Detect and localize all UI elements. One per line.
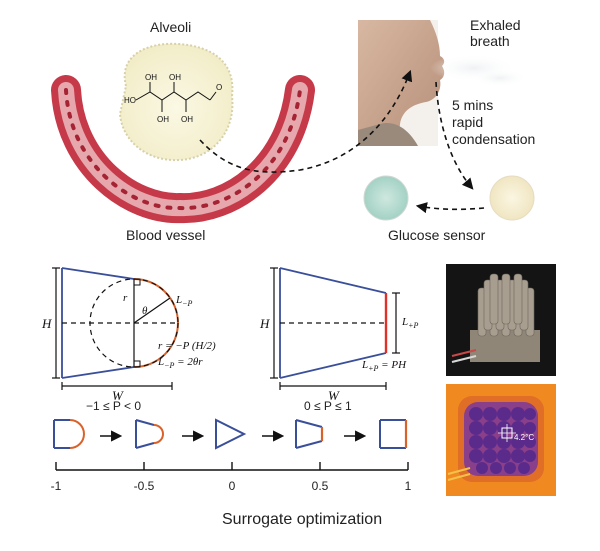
face-profile [358, 20, 445, 146]
person-photo [358, 20, 528, 146]
left-eq-radius: r = −P (H/2) [158, 340, 216, 352]
glucose-sensor-label: Glucose sensor [388, 227, 486, 243]
right-w-label: W [328, 388, 340, 403]
shape-p-zero [215, 418, 247, 450]
axis-title: Surrogate optimization [222, 511, 382, 528]
condensation-label-line1: 5 mins [452, 97, 493, 113]
left-r-label: r [123, 292, 128, 304]
axis-tick-label-2: 0 [229, 479, 236, 493]
right-h-label: H [259, 316, 270, 331]
blood-cells [64, 88, 302, 211]
blood-vessel-label: Blood vessel [126, 227, 205, 243]
glucose-molecule [135, 82, 217, 112]
exhaled-breath-label-line2: breath [470, 33, 510, 49]
axis-tick-label-4: 1 [405, 479, 412, 493]
condensation-label-line2: rapid [452, 114, 483, 130]
left-range-label: −1 ≤ P < 0 [86, 399, 141, 413]
alveoli-label: Alveoli [150, 19, 191, 35]
molecule-oh-1: OH [145, 73, 157, 82]
right-range-label: 0 ≤ P ≤ 1 [304, 399, 352, 413]
left-eq-length: L−P = 2θr [157, 356, 203, 370]
axis-tick-label-0: -1 [51, 479, 62, 493]
parameter-axis [55, 462, 409, 471]
right-eq-length: L+P = PH [361, 359, 407, 373]
left-geometry-panel [52, 267, 179, 390]
left-theta-label: θ [142, 305, 148, 317]
alveolus-sac [118, 42, 234, 162]
right-l-side-label: L+P [401, 316, 419, 330]
axis-tick-label-3: 0.5 [312, 479, 329, 493]
shoulder [358, 122, 418, 146]
left-l-side-label: L−P [175, 294, 193, 308]
left-h-label: H [41, 316, 52, 331]
shape-p-plus-half [295, 419, 324, 449]
molecule-oh-3: OH [169, 73, 181, 82]
shape-p-minus-1 [53, 419, 85, 449]
molecule-ho-1: HO [124, 96, 136, 105]
device-photo [446, 264, 556, 376]
sensor-green [363, 175, 409, 221]
condensation-label-line3: condensation [452, 131, 535, 147]
thermal-temp-readout: 4.2°C [514, 433, 534, 442]
thermal-image [446, 384, 556, 496]
sensor-cream [489, 175, 535, 221]
arrow-breath-to-sensor [435, 81, 474, 190]
molecule-o: O [216, 83, 222, 92]
shape-p-plus-1 [379, 419, 408, 449]
exhaled-breath-label-line1: Exhaled [470, 17, 521, 33]
molecule-oh-2: OH [157, 115, 169, 124]
molecule-oh-4: OH [181, 115, 193, 124]
shape-p-minus-half [135, 419, 164, 449]
arrow-sensor-color-change [415, 202, 485, 214]
arrow-alveoli-to-breath [199, 69, 413, 173]
axis-tick-label-1: -0.5 [134, 479, 155, 493]
alveoli-illustration: HO OH OH OH OH O [51, 42, 315, 224]
left-w-label: W [112, 388, 124, 403]
shape-morph-sequence [53, 418, 408, 450]
right-geometry-panel [270, 267, 400, 390]
